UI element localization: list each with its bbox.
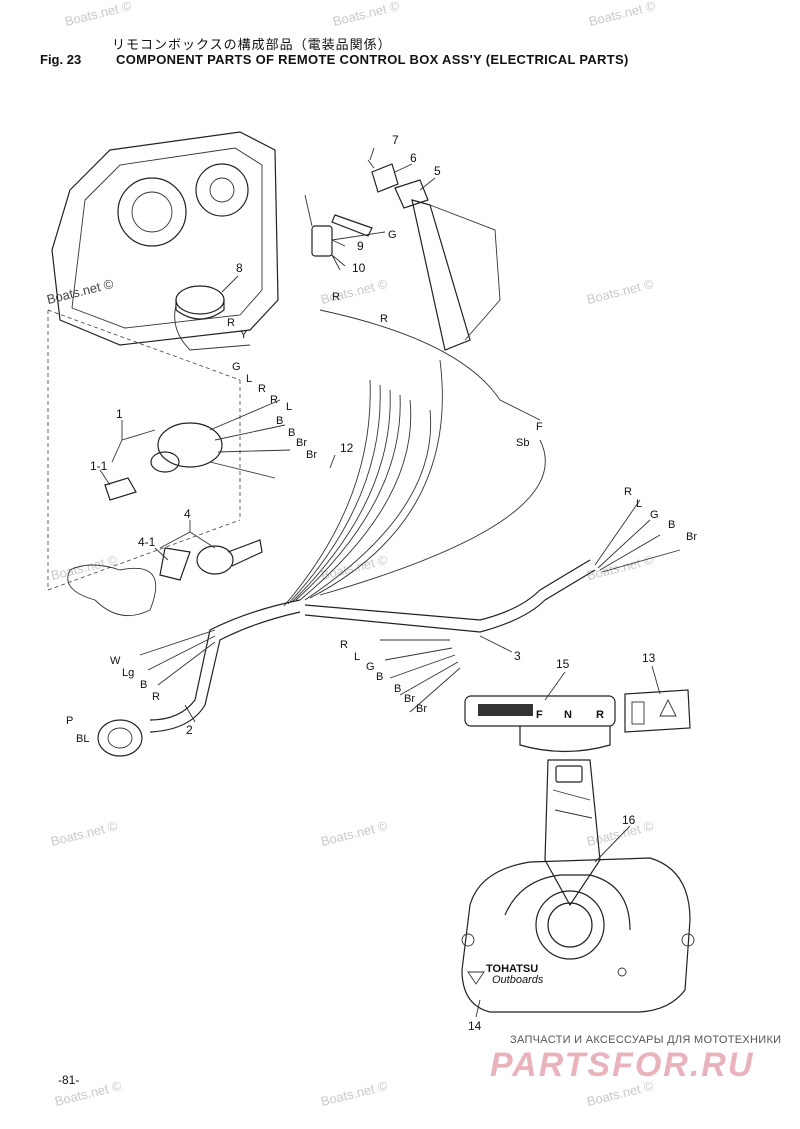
callout-12: 12 (340, 441, 354, 455)
wire-label: F (536, 421, 543, 433)
wire-label: R (624, 486, 632, 498)
wire-label: B (140, 679, 147, 691)
brand-logo: TOHATSU (486, 963, 538, 975)
figure-number: Fig. 23 (40, 52, 82, 67)
callout-9: 9 (357, 239, 364, 253)
callout-3: 3 (514, 649, 521, 663)
store-tagline: ЗАПЧАСТИ И АКСЕССУАРЫ ДЛЯ МОТОТЕХНИКИ (510, 1034, 782, 1046)
wire-label: B (376, 671, 383, 683)
relay (304, 194, 386, 271)
wire-label: G (232, 361, 241, 373)
wire-label: Br (404, 693, 415, 705)
control-box (461, 857, 695, 1013)
page-number: -81- (58, 1073, 80, 1087)
callout-2: 2 (186, 723, 193, 737)
store-logo: PARTSFOR.RU (490, 1046, 755, 1084)
leader-lines (99, 147, 661, 1018)
wire-label: L (246, 373, 252, 385)
wire-label: B (394, 683, 401, 695)
callout-8: 8 (236, 261, 243, 275)
wire-label: R (227, 317, 235, 329)
wire-label: L (354, 651, 360, 663)
wire-label: G (366, 661, 375, 673)
wire-label: Br (306, 449, 317, 461)
callout-10: 10 (352, 261, 366, 275)
callout-13: 13 (642, 651, 656, 665)
wire-label: Lg (122, 667, 134, 679)
wire-label: W (110, 655, 121, 667)
wire-label: P (66, 715, 73, 727)
callout-14: 14 (468, 1019, 482, 1033)
callout-15: 15 (556, 657, 570, 671)
wire-bundle (283, 309, 546, 607)
brand-sub: Outboards (492, 974, 544, 986)
harness-2 (97, 599, 301, 757)
wire-label: Br (686, 531, 697, 543)
callout-1: 1 (116, 407, 123, 421)
wire-label: R (340, 639, 348, 651)
callout-5: 5 (434, 164, 441, 178)
callout-1-1: 1-1 (90, 459, 108, 473)
wire-label: R (332, 291, 340, 303)
callout-4-1: 4-1 (138, 535, 156, 549)
fuse-holder (367, 159, 501, 351)
wire-label: BL (76, 733, 89, 745)
control-box-housing (47, 131, 279, 591)
control-lever (544, 759, 601, 907)
harness-3 (304, 499, 681, 713)
main-switch (104, 399, 291, 501)
callout-16: 16 (622, 813, 636, 827)
panel-r: R (596, 709, 604, 721)
wire-label: B (288, 427, 295, 439)
callout-7: 7 (392, 133, 399, 147)
figure-title: COMPONENT PARTS OF REMOTE CONTROL BOX AS… (116, 52, 629, 67)
stop-switch (67, 539, 263, 617)
wire-label: Y (240, 329, 248, 341)
wire-label: R (258, 383, 266, 395)
neutral-panel (464, 689, 691, 753)
wire-label: B (668, 519, 675, 531)
callout-4: 4 (184, 507, 191, 521)
wire-label: Br (416, 703, 427, 715)
wire-label: Sb (516, 437, 529, 449)
wire-label: L (636, 498, 642, 510)
wire-label: G (650, 509, 659, 521)
japanese-title: リモコンボックスの構成部品（電装品関係） (112, 38, 392, 53)
wire-label: L (286, 401, 292, 413)
panel-f: F (536, 709, 543, 721)
wire-label: R (380, 313, 388, 325)
wire-label: G (388, 229, 397, 241)
wire-label: Br (296, 437, 307, 449)
callout-6: 6 (410, 151, 417, 165)
panel-n: N (564, 709, 572, 721)
buzzer (174, 285, 251, 351)
wire-label: R (270, 394, 278, 406)
wire-label: R (152, 691, 160, 703)
wire-label: B (276, 415, 283, 427)
